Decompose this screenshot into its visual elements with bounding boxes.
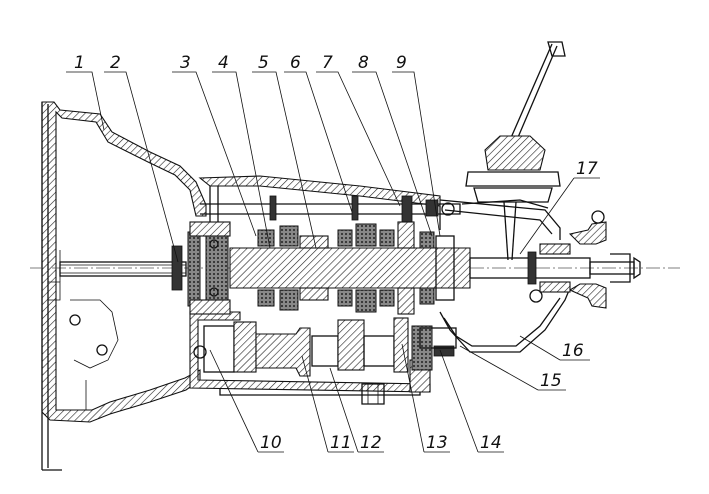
callout-15: 15 xyxy=(540,371,562,391)
shift-lever-assembly xyxy=(465,41,566,261)
callout-5: 5 xyxy=(258,53,269,73)
callout-1: 1 xyxy=(74,53,85,73)
bell-housing xyxy=(41,101,207,471)
callout-14: 14 xyxy=(480,433,502,453)
extension-housing xyxy=(439,199,607,353)
callout-10: 10 xyxy=(260,433,282,453)
callout-13: 13 xyxy=(426,433,448,453)
callout-4: 4 xyxy=(218,53,229,73)
callout-labels: 1 2 3 4 5 6 7 8 9 17 16 15 10 11 12 13 1… xyxy=(74,53,598,453)
main-shaft xyxy=(229,247,641,289)
shift-rail xyxy=(200,195,549,223)
callout-17: 17 xyxy=(576,159,598,179)
countershaft xyxy=(193,317,457,377)
main-casing xyxy=(189,175,441,396)
input-shaft xyxy=(59,231,229,307)
callout-11: 11 xyxy=(330,433,352,453)
leader-lines xyxy=(66,71,600,453)
callout-6: 6 xyxy=(290,53,301,73)
callout-12: 12 xyxy=(360,433,382,453)
callout-9: 9 xyxy=(396,53,407,73)
callout-2: 2 xyxy=(110,53,121,73)
output-flange xyxy=(527,243,631,303)
front-bearing xyxy=(189,221,231,315)
drain-plug xyxy=(361,383,385,405)
callout-8: 8 xyxy=(358,53,369,73)
callout-7: 7 xyxy=(322,53,333,73)
callout-16: 16 xyxy=(562,341,584,361)
gear-stack xyxy=(257,221,455,315)
callout-3: 3 xyxy=(180,53,191,73)
